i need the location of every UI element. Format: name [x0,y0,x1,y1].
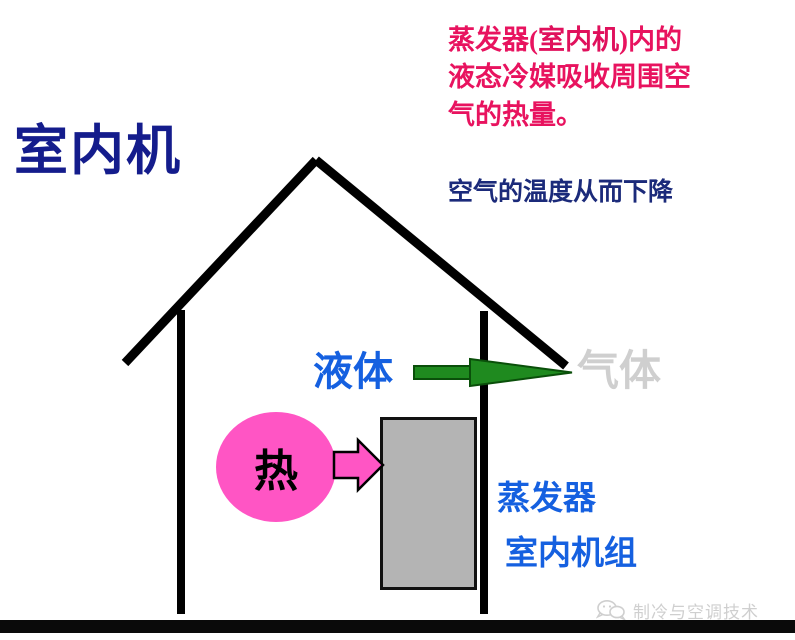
evaporator-label: 蒸发器 [497,481,596,517]
bottom-bar [0,620,795,633]
blue-annotation-note: 空气的温度从而下降 [448,179,674,206]
pink-note-line2: 液态冷媒吸收周围空 [448,62,691,93]
heat-circle [216,412,336,522]
watermark: 制冷与空调技术 [596,598,759,622]
liquid-label: 液体 [313,349,393,394]
wechat-logo-icon [596,600,626,621]
evaporator-box [380,417,477,590]
watermark-text: 制冷与空调技术 [633,602,759,622]
roof-left-slope [121,156,320,367]
green-arrow-head-icon [469,357,573,388]
roof-right-slope [313,156,569,370]
gas-label: 气体 [577,349,662,395]
pink-note-line1-bold: 室内机 [538,25,619,55]
pink-note-line1-prefix: 蒸发器( [448,25,538,55]
pink-block-arrow-icon [332,436,385,494]
pink-note-line1-suffix: )内的 [619,25,682,55]
pink-annotation-note: 蒸发器(室内机)内的液态冷媒吸收周围空气的热量。 [448,22,691,134]
pink-note-line3: 气的热量。 [448,99,583,130]
page-title: 室内机 [14,121,182,181]
indoor-unit-group-label: 室内机组 [505,536,637,572]
